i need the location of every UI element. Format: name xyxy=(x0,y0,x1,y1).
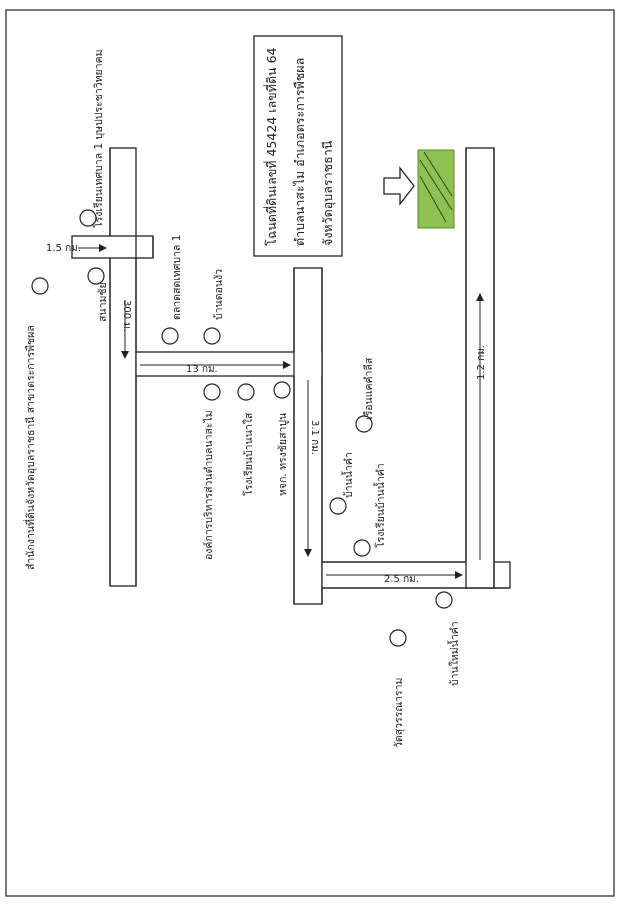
parcel-title-line2: ตำบลนาสะไม อำเภอตระการพืชผล xyxy=(292,58,307,246)
distance-1-2km: 1.2 กม. xyxy=(476,345,487,380)
road-middle-horizontal xyxy=(135,351,323,377)
landmark-marker-land-office xyxy=(31,277,49,295)
label-tambon-admin: องค์การบริหารส่วนตำบลนาสะไม xyxy=(202,410,215,560)
distance-13km: 13 กม. xyxy=(186,364,218,375)
landmark-marker-wat xyxy=(389,629,407,647)
landmark-marker-stadium xyxy=(87,267,105,285)
landmark-marker-tambon-admin xyxy=(203,383,221,401)
landmark-marker-ban-rueankhaek xyxy=(355,415,373,433)
parcel-info-box: โฉนดที่ดินเลขที่ 45424 เลขที่ดิน 64 ตำบล… xyxy=(253,35,343,257)
landmark-marker-ban-mai-namkham xyxy=(435,591,453,609)
landmark-marker-store xyxy=(273,381,291,399)
label-ban-namkham: บ้านน้ำคำ xyxy=(341,452,355,498)
land-parcel xyxy=(417,149,455,229)
label-ban-donkwa: บ้านดอนงัว xyxy=(213,269,225,320)
distance-1-5km: 1.5 กม. xyxy=(46,243,81,254)
landmark-marker-ban-donkwa xyxy=(203,327,221,345)
label-school-thesaban1: โรงเรียนเทศบาล 1 บุษปประชาวิทยาคม xyxy=(92,49,105,228)
map-border xyxy=(5,9,615,897)
distance-labels: 1.5 กม. 300 ม. 13 กม. 3.1 กม. 2.5 กม. 1.… xyxy=(46,243,487,585)
distance-300m: 300 ม. xyxy=(121,300,132,332)
label-stadium: สนามชัย xyxy=(97,282,109,322)
landmarks xyxy=(31,209,453,647)
label-store: หจก. ทรงชัยสาปูน xyxy=(277,413,289,496)
label-ban-rueankhaek: เรือนแคคำลีส xyxy=(362,357,375,420)
landmark-marker-school-nakai xyxy=(237,383,255,401)
landmark-marker-ban-namkham xyxy=(329,497,347,515)
label-ban-mai-namkham: บ้านใหม่น้ำคำ xyxy=(447,621,461,686)
route-arrows xyxy=(78,244,484,579)
distance-3-1km: 3.1 กม. xyxy=(309,420,320,455)
label-land-office: สำนักงานที่ดินจังหวัดอุบลราชธานี สาขาตระ… xyxy=(23,325,37,570)
label-market: ตลาดสดเทศบาล 1 xyxy=(171,235,183,320)
landmark-marker-market xyxy=(161,327,179,345)
landmark-marker-school-thesaban1 xyxy=(79,209,97,227)
arrow-right-outline-icon xyxy=(383,166,415,206)
distance-2-5km: 2.5 กม. xyxy=(384,574,419,585)
label-school-nakai: โรงเรียนบ้านนาใส xyxy=(242,412,255,496)
parcel-title-line3: จังหวัดอุบลราชธานี xyxy=(320,140,336,246)
label-wat: วัดสุวรรณาราม xyxy=(393,678,405,748)
parcel-title-line1: โฉนดที่ดินเลขที่ 45424 เลขที่ดิน 64 xyxy=(263,47,279,246)
road-network xyxy=(71,147,511,605)
landmark-marker-school-namkham xyxy=(353,539,371,557)
label-school-namkham: โรงเรียนบ้านน้ำคำ xyxy=(373,463,387,548)
landmark-labels: โรงเรียนเทศบาล 1 บุษปประชาวิทยาคม สำนักง… xyxy=(23,49,461,748)
